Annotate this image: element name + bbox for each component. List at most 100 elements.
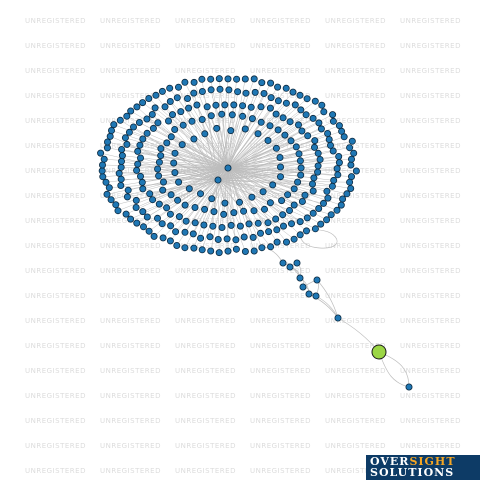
graph-node[interactable] <box>347 161 355 169</box>
graph-node[interactable] <box>290 185 298 193</box>
graph-node[interactable] <box>330 176 338 184</box>
graph-node[interactable] <box>158 220 166 228</box>
graph-node[interactable] <box>218 110 226 118</box>
graph-node[interactable] <box>203 103 211 111</box>
graph-node[interactable] <box>181 244 189 252</box>
graph-node[interactable] <box>106 132 114 140</box>
graph-node[interactable] <box>241 125 249 133</box>
graph-node[interactable] <box>258 244 266 252</box>
graph-node[interactable] <box>149 196 157 204</box>
graph-node[interactable] <box>172 228 180 236</box>
graph-node[interactable] <box>143 213 151 221</box>
graph-node[interactable] <box>182 217 190 225</box>
graph-node[interactable] <box>161 103 169 111</box>
graph-node[interactable] <box>286 118 294 126</box>
graph-node[interactable] <box>315 204 323 212</box>
graph-node[interactable] <box>309 114 317 122</box>
graph-node[interactable] <box>259 188 267 196</box>
graph-node[interactable] <box>290 201 298 209</box>
graph-node[interactable] <box>198 88 206 96</box>
graph-node[interactable] <box>190 89 198 97</box>
graph-node[interactable] <box>97 149 105 157</box>
graph-node[interactable] <box>175 178 183 186</box>
graph-node[interactable] <box>276 153 284 161</box>
graph-node[interactable] <box>258 79 266 87</box>
graph-node[interactable] <box>166 237 174 245</box>
graph-node[interactable] <box>296 231 304 239</box>
focus-company-node[interactable] <box>371 344 387 360</box>
graph-node[interactable] <box>343 190 351 198</box>
graph-node[interactable] <box>285 206 293 214</box>
graph-node[interactable] <box>177 108 185 116</box>
graph-node[interactable] <box>146 190 154 198</box>
graph-node[interactable] <box>264 136 272 144</box>
graph-node[interactable] <box>279 222 287 230</box>
graph-node[interactable] <box>166 210 174 218</box>
graph-node[interactable] <box>179 121 187 129</box>
graph-node[interactable] <box>104 138 112 146</box>
graph-node[interactable] <box>335 159 343 167</box>
graph-node[interactable] <box>155 158 163 166</box>
graph-node[interactable] <box>168 111 176 119</box>
graph-node[interactable] <box>230 209 238 217</box>
graph-node[interactable] <box>241 247 249 255</box>
graph-node[interactable] <box>309 187 317 195</box>
graph-node[interactable] <box>143 115 151 123</box>
graph-node[interactable] <box>250 207 258 215</box>
graph-node[interactable] <box>274 83 282 91</box>
graph-node[interactable] <box>207 75 215 83</box>
graph-node[interactable] <box>145 227 153 235</box>
graph-node[interactable] <box>166 84 174 92</box>
graph-node[interactable] <box>121 134 129 142</box>
graph-node[interactable] <box>171 149 179 157</box>
graph-node[interactable] <box>206 233 214 241</box>
graph-node[interactable] <box>173 94 181 102</box>
graph-node[interactable] <box>173 241 181 249</box>
graph-node[interactable] <box>208 195 216 203</box>
graph-node[interactable] <box>303 214 311 222</box>
graph-node[interactable] <box>118 145 126 153</box>
graph-node[interactable] <box>254 219 262 227</box>
graph-node[interactable] <box>228 111 236 119</box>
graph-node[interactable] <box>301 191 309 199</box>
graph-node[interactable] <box>274 126 282 134</box>
graph-node[interactable] <box>335 152 343 160</box>
graph-node[interactable] <box>260 90 268 98</box>
graph-node[interactable] <box>347 184 355 192</box>
graph-node[interactable] <box>257 103 265 111</box>
graph-node[interactable] <box>267 94 275 102</box>
graph-node[interactable] <box>159 178 167 186</box>
graph-node[interactable] <box>191 203 199 211</box>
graph-node[interactable] <box>282 84 290 92</box>
graph-node[interactable] <box>103 190 111 198</box>
graph-node[interactable] <box>227 221 235 229</box>
graph-node[interactable] <box>242 89 250 97</box>
graph-node[interactable] <box>310 174 318 182</box>
graph-node[interactable] <box>327 211 335 219</box>
graph-node[interactable] <box>232 245 240 253</box>
graph-node[interactable] <box>116 116 124 124</box>
chain-node[interactable] <box>312 292 320 300</box>
graph-node[interactable] <box>311 97 319 105</box>
graph-node[interactable] <box>266 199 274 207</box>
graph-node[interactable] <box>157 152 165 160</box>
graph-node[interactable] <box>209 222 217 230</box>
graph-node[interactable] <box>298 197 306 205</box>
graph-node[interactable] <box>112 201 120 209</box>
chain-node[interactable] <box>305 290 313 298</box>
graph-node[interactable] <box>150 232 158 240</box>
graph-node[interactable] <box>198 116 206 124</box>
graph-node[interactable] <box>207 112 215 120</box>
graph-node[interactable] <box>347 155 355 163</box>
graph-node[interactable] <box>215 75 223 83</box>
graph-node[interactable] <box>134 160 142 168</box>
graph-node[interactable] <box>324 129 332 137</box>
graph-node[interactable] <box>287 137 295 145</box>
graph-node[interactable] <box>136 154 144 162</box>
graph-node[interactable] <box>108 127 116 135</box>
graph-node[interactable] <box>339 195 347 203</box>
graph-node[interactable] <box>136 172 144 180</box>
graph-node[interactable] <box>267 79 275 87</box>
graph-node[interactable] <box>189 230 197 238</box>
graph-node[interactable] <box>282 238 290 246</box>
